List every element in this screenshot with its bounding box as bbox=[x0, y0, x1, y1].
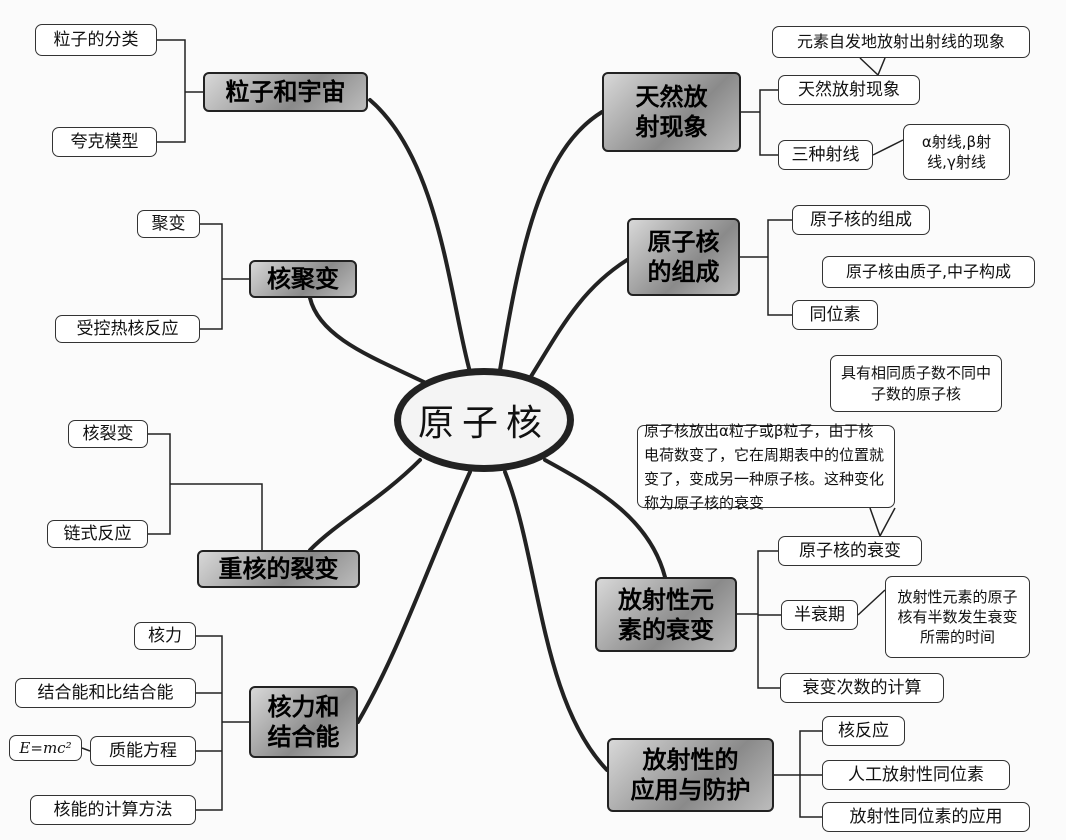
leaf-three-rays: 三种射线 bbox=[778, 140, 873, 170]
leaf-decay-count-calc: 衰变次数的计算 bbox=[780, 673, 944, 703]
leaf-half-life: 半衰期 bbox=[781, 600, 858, 630]
topic-natural-radioactivity: 天然放 射现象 bbox=[602, 72, 741, 152]
topic-nucleus-composition: 原子核 的组成 bbox=[627, 218, 740, 296]
note-protons-neutrons: 原子核由质子,中子构成 bbox=[822, 256, 1035, 288]
leaf-isotope-application: 放射性同位素的应用 bbox=[822, 802, 1030, 832]
leaf-natural-radioactivity: 天然放射现象 bbox=[778, 75, 920, 105]
branch-application bbox=[503, 470, 609, 772]
topic-nuclear-force: 核力和 结合能 bbox=[249, 686, 358, 758]
leaf-nuclear-energy-calc: 核能的计算方法 bbox=[30, 795, 196, 825]
leaf-fusion: 聚变 bbox=[137, 210, 200, 238]
leaf-nuclear-force: 核力 bbox=[134, 622, 196, 650]
leaf-particle-classification: 粒子的分类 bbox=[35, 24, 157, 56]
note-half-life: 放射性元素的原子核有半数发生衰变所需的时间 bbox=[885, 576, 1030, 658]
leaf-mass-energy-equation: 质能方程 bbox=[90, 736, 196, 766]
note-decay-definition: 原子核放出α粒子或β粒子，由于核电荷数变了，它在周期表中的位置就变了，变成另一种… bbox=[637, 422, 895, 512]
leaf-nucleus-composition: 原子核的组成 bbox=[792, 205, 930, 235]
central-topic: 原子核 bbox=[394, 368, 574, 472]
leaf-nuclear-reaction: 核反应 bbox=[822, 716, 905, 746]
branch-force bbox=[356, 470, 472, 724]
topic-fission: 重核的裂变 bbox=[197, 550, 360, 588]
note-three-rays: α射线,β射线,γ射线 bbox=[903, 124, 1010, 180]
topic-particles-universe: 粒子和宇宙 bbox=[203, 72, 368, 112]
branch-fusion bbox=[308, 296, 432, 387]
branch-decay bbox=[543, 458, 667, 579]
branch-natural bbox=[498, 110, 604, 372]
topic-fusion: 核聚变 bbox=[249, 260, 357, 298]
leaf-quark-model: 夸克模型 bbox=[52, 127, 157, 157]
note-isotope: 具有相同质子数不同中子数的原子核 bbox=[830, 355, 1002, 412]
topic-radiation-application: 放射性的 应用与防护 bbox=[607, 738, 774, 812]
leaf-binding-energy: 结合能和比结合能 bbox=[15, 678, 196, 708]
note-formula: E=mc² bbox=[9, 735, 82, 761]
note-natural-radioactivity: 元素自发地放射出射线的现象 bbox=[772, 26, 1030, 58]
leaf-nuclear-fission: 核裂变 bbox=[68, 420, 148, 448]
leaf-nuclear-decay: 原子核的衰变 bbox=[778, 536, 922, 566]
branch-composition bbox=[528, 258, 629, 380]
leaf-artificial-isotope: 人工放射性同位素 bbox=[822, 760, 1010, 790]
branch-particles bbox=[368, 98, 472, 374]
branch-fission bbox=[308, 458, 422, 552]
leaf-chain-reaction: 链式反应 bbox=[47, 520, 148, 548]
leaf-controlled-thermonuclear: 受控热核反应 bbox=[55, 315, 200, 343]
topic-radioactive-decay: 放射性元 素的衰变 bbox=[595, 577, 737, 652]
leaf-isotope: 同位素 bbox=[792, 300, 878, 330]
